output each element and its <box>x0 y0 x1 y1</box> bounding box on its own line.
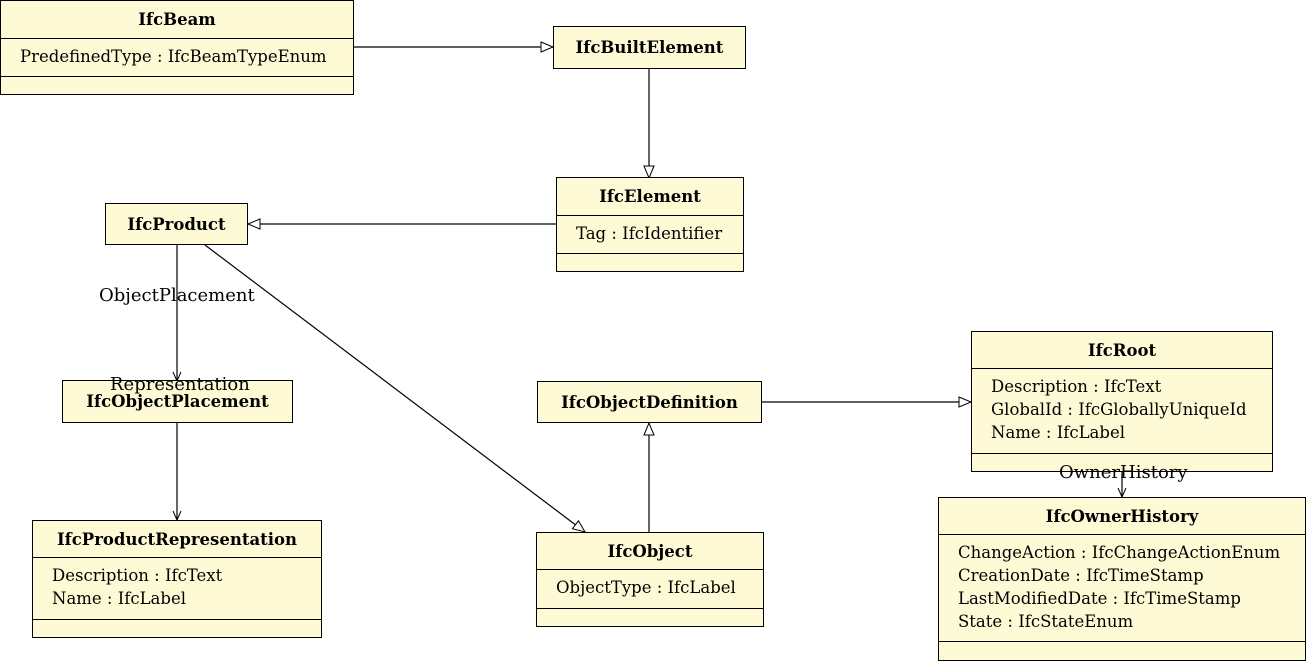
attribute: Name : IfcLabel <box>991 423 1125 442</box>
class-name: IfcOwnerHistory <box>1045 506 1199 526</box>
class-ifcproduct[interactable]: IfcProduct <box>105 203 248 245</box>
attribute: Name : IfcLabel <box>52 589 186 608</box>
class-ifcbeam[interactable]: IfcBeam PredefinedType : IfcBeamTypeEnum <box>0 0 354 95</box>
attributes-compartment: ChangeAction : IfcChangeActionEnum Creat… <box>939 534 1305 641</box>
class-ifcobjectdefinition[interactable]: IfcObjectDefinition <box>537 381 762 423</box>
attributes-compartment: Description : IfcText GlobalId : IfcGlob… <box>972 368 1272 453</box>
operations-compartment <box>972 453 1272 471</box>
operations-compartment <box>557 253 743 271</box>
attribute: ObjectType : IfcLabel <box>556 578 736 597</box>
class-name: IfcObjectPlacement <box>86 392 269 411</box>
class-name: IfcElement <box>599 187 701 206</box>
class-name: IfcBeam <box>138 10 216 29</box>
attribute: LastModifiedDate : IfcTimeStamp <box>958 589 1241 608</box>
class-name: IfcBuiltElement <box>575 38 724 57</box>
operations-compartment <box>33 619 321 637</box>
class-ifcobject[interactable]: IfcObject ObjectType : IfcLabel <box>536 532 764 627</box>
class-ifcroot[interactable]: IfcRoot Description : IfcText GlobalId :… <box>971 331 1273 472</box>
class-name: IfcRoot <box>1087 340 1157 360</box>
operations-compartment <box>1 76 353 94</box>
attributes-compartment: Description : IfcText Name : IfcLabel <box>33 557 321 619</box>
generalization-product-object <box>204 244 585 532</box>
operations-compartment <box>537 608 763 626</box>
association-label-ownerhistory: OwnerHistory <box>1059 462 1188 483</box>
attribute: Tag : IfcIdentifier <box>576 224 723 243</box>
operations-compartment <box>939 641 1305 660</box>
attribute: Description : IfcText <box>52 566 223 585</box>
class-name: IfcObject <box>607 541 693 561</box>
class-ifcelement[interactable]: IfcElement Tag : IfcIdentifier <box>556 177 744 272</box>
class-ifcbuiltelement[interactable]: IfcBuiltElement <box>553 26 746 69</box>
attribute: GlobalId : IfcGloballyUniqueId <box>991 400 1247 419</box>
association-label-representation: Representation <box>110 374 250 395</box>
association-label-objectplacement: ObjectPlacement <box>99 285 255 306</box>
attribute: Description : IfcText <box>991 377 1162 396</box>
attributes-compartment: Tag : IfcIdentifier <box>557 215 743 253</box>
class-name: IfcProductRepresentation <box>56 529 298 549</box>
attribute: ChangeAction : IfcChangeActionEnum <box>958 543 1281 562</box>
class-ifcobjectplacement[interactable]: IfcObjectPlacement <box>62 380 293 423</box>
attributes-compartment: PredefinedType : IfcBeamTypeEnum <box>1 38 353 76</box>
attribute: PredefinedType : IfcBeamTypeEnum <box>20 47 327 66</box>
class-ifcownerhistory[interactable]: IfcOwnerHistory ChangeAction : IfcChange… <box>938 497 1306 661</box>
attributes-compartment: ObjectType : IfcLabel <box>537 569 763 608</box>
attribute: CreationDate : IfcTimeStamp <box>958 566 1204 585</box>
attribute: State : IfcStateEnum <box>958 612 1134 631</box>
class-ifcproductrepresentation[interactable]: IfcProductRepresentation Description : I… <box>32 520 322 638</box>
class-name: IfcObjectDefinition <box>561 392 738 412</box>
class-name: IfcProduct <box>127 214 226 234</box>
